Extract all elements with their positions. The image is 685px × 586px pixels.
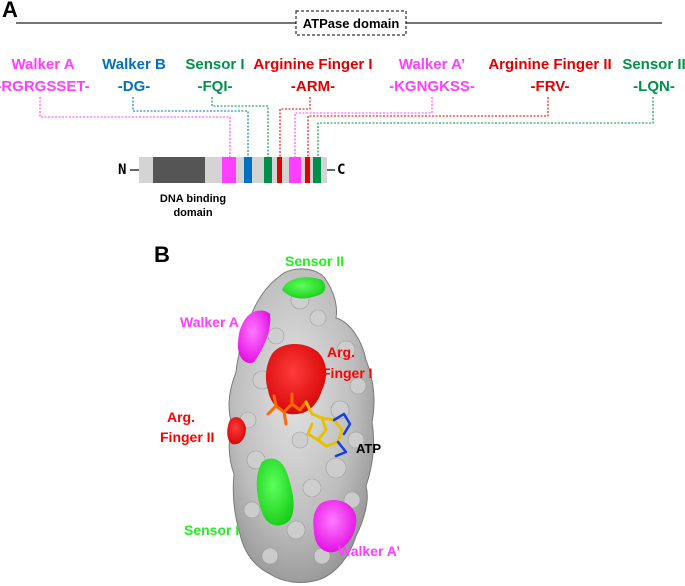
sensor-ii-label: Sensor II xyxy=(285,253,344,269)
protein-surface-structure xyxy=(227,268,375,583)
motif-sensor-ii-seq: -LQN- xyxy=(633,78,675,95)
panel-a-letter: A xyxy=(2,0,18,22)
connector-arg-finger-ii xyxy=(307,97,549,157)
arg-finger-i-surface xyxy=(265,343,327,415)
arg-finger-ii-label-line2: Finger II xyxy=(160,429,214,445)
dna-binding-label-line1: DNA binding xyxy=(160,193,226,205)
sensor-i-label: Sensor I xyxy=(184,522,239,538)
sensor-i-surface xyxy=(256,458,294,526)
motif-walker-b-seq: -DG- xyxy=(118,78,151,95)
motif-walker-a-prime-name: Walker A’ xyxy=(399,56,465,73)
c-terminus-label: C xyxy=(337,162,345,178)
arg-finger-ii-label-line1: Arg. xyxy=(167,409,195,425)
arg-finger-i-segment xyxy=(277,157,282,183)
walker-b-segment xyxy=(244,157,252,183)
walker-a-label: Walker A xyxy=(180,314,239,330)
motif-sensor-ii-name: Sensor II xyxy=(622,56,685,73)
connector-walker-a xyxy=(39,97,231,157)
walker-a-segment xyxy=(222,157,236,183)
walker-a-prime-label: Walker A’ xyxy=(338,543,400,559)
sensor-i-segment xyxy=(264,157,272,183)
walker-a-surface xyxy=(238,310,271,364)
motif-arg-finger-ii-name: Arginine Finger II xyxy=(488,56,611,73)
connector-walker-a-prime xyxy=(294,97,433,157)
arg-finger-i-label-line2: Finger I xyxy=(322,365,373,381)
motif-labels: Walker A -RGRGSSET- Walker B -DG- Sensor… xyxy=(0,56,685,95)
connector-sensor-i xyxy=(211,97,269,157)
sensor-ii-segment xyxy=(313,157,321,183)
n-terminus-label: N xyxy=(118,162,126,178)
motif-walker-b-name: Walker B xyxy=(102,56,166,73)
walker-a-prime-segment xyxy=(289,157,301,183)
motif-walker-a-prime-seq: -KGNGKSS- xyxy=(389,78,475,95)
motif-arg-finger-i-seq: -ARM- xyxy=(291,78,335,95)
arg-finger-i-label-line1: Arg. xyxy=(327,344,355,360)
sensor-ii-surface xyxy=(282,277,326,299)
motif-connectors xyxy=(39,97,654,157)
walker-a-prime-surface xyxy=(313,500,357,553)
dna-binding-label-line2: domain xyxy=(173,207,212,219)
connector-sensor-ii xyxy=(317,97,654,157)
motif-arg-finger-ii-seq: -FRV- xyxy=(531,78,570,95)
motif-arg-finger-i-name: Arginine Finger I xyxy=(253,56,372,73)
atpase-domain-label: ATPase domain xyxy=(303,16,400,31)
atp-ligand xyxy=(266,392,352,458)
connector-arg-finger-i xyxy=(279,97,311,157)
motif-sensor-i-seq: -FQI- xyxy=(198,78,233,95)
structure-labels: Sensor II Walker A Arg. Finger I Arg. Fi… xyxy=(160,253,400,559)
motif-sensor-i-name: Sensor I xyxy=(185,56,244,73)
arg-finger-ii-surface xyxy=(227,417,246,445)
atpase-domain-bracket: ATPase domain xyxy=(16,10,662,36)
motif-walker-a-name: Walker A xyxy=(11,56,74,73)
dna-binding-domain-segment xyxy=(153,157,205,183)
panel-b-letter: B xyxy=(154,242,170,267)
protein-domain-bar: N C DNA binding domain xyxy=(118,157,345,219)
atp-label: ATP xyxy=(356,441,381,456)
motif-walker-a-seq: -RGRGSSET- xyxy=(0,78,90,95)
connector-walker-b xyxy=(132,97,249,157)
arg-finger-ii-segment xyxy=(305,157,310,183)
